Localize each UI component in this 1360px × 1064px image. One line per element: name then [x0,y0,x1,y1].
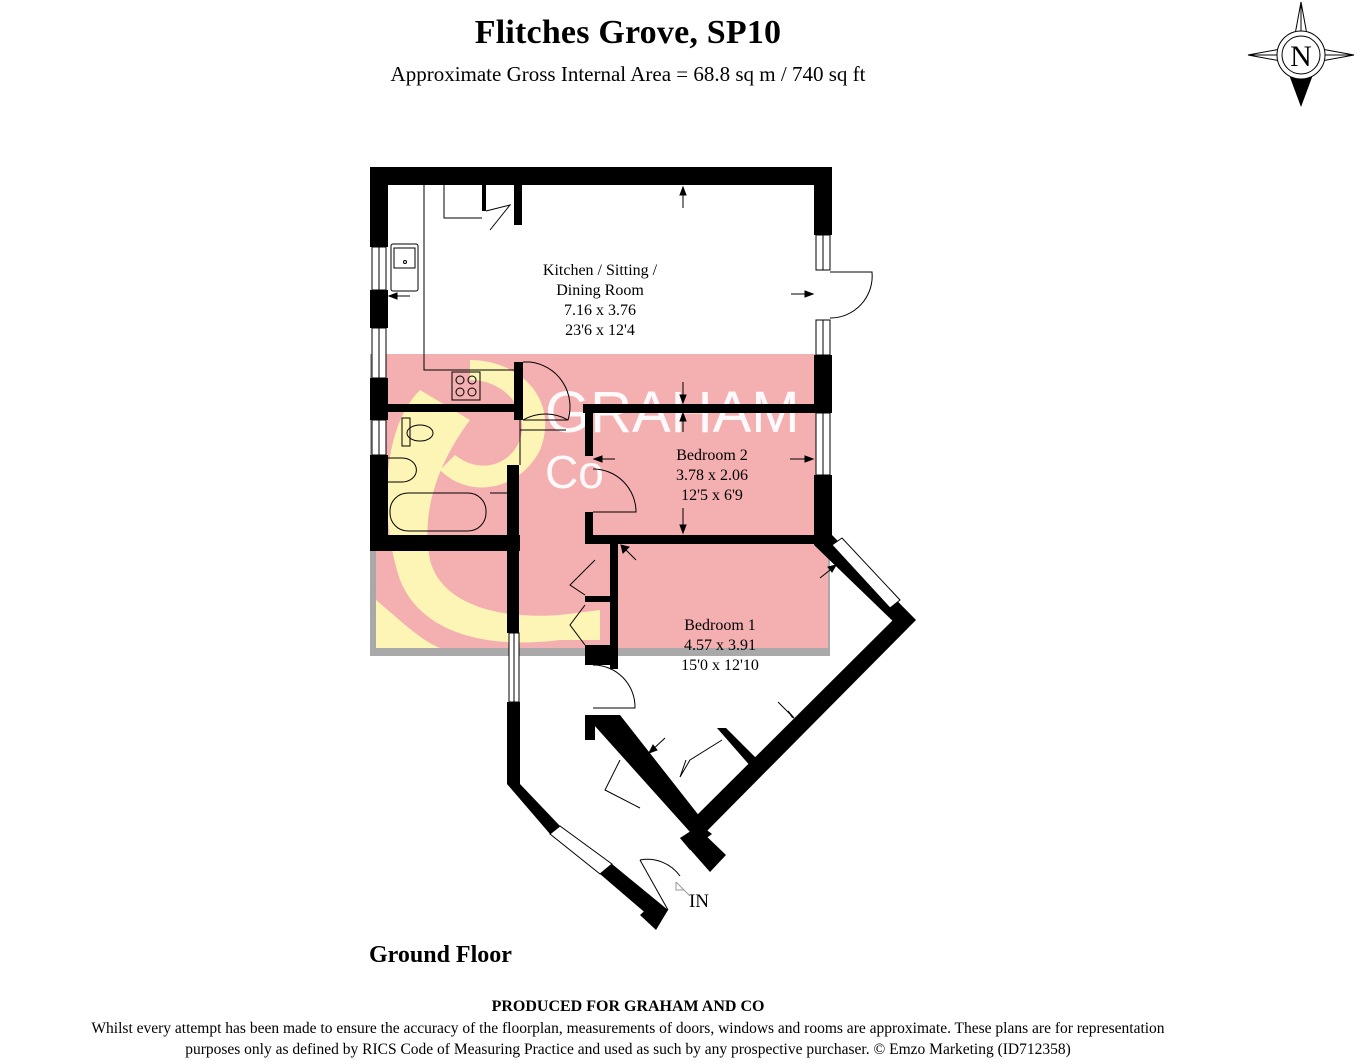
floor-label: Ground Floor [369,942,512,968]
door-swings [423,185,873,911]
svg-text:Co: Co [545,446,604,498]
kitchen-fittings [388,243,507,532]
page-title: Flitches Grove, SP10 [474,14,782,51]
windows [371,234,901,875]
north-compass-icon: N [1247,1,1355,107]
gross-area-subtitle: Approximate Gross Internal Area = 68.8 s… [390,62,866,86]
room-label-bedroom-2: Bedroom 2 3.78 x 2.06 12'5 x 6'9 [676,447,748,504]
dimension-arrows [387,185,838,754]
entrance-label: IN [688,891,710,912]
svg-text:N: N [1290,40,1312,73]
room-label-bedroom-1: Bedroom 1 4.57 x 3.91 15'0 x 12'10 [681,617,759,674]
room-label-kitchen: Kitchen / Sitting / Dining Room 7.16 x 3… [542,262,658,339]
produced-for-label: PRODUCED FOR GRAHAM AND CO [491,998,765,1015]
disclaimer-text: Whilst every attempt has been made to en… [91,1020,1165,1058]
entrance-arrow-icon [675,881,691,897]
